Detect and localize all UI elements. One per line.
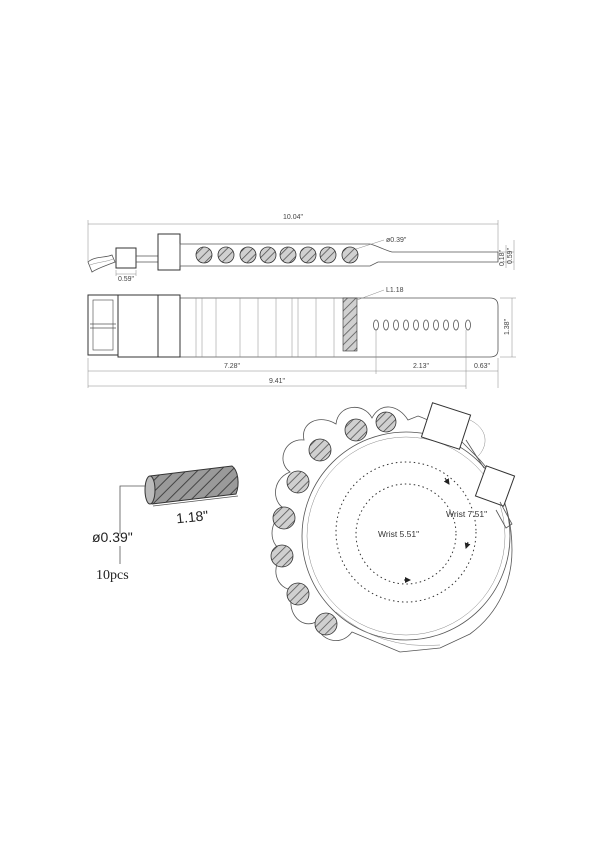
hole-label: L1.18: [386, 287, 404, 294]
keeper-front: [157, 294, 181, 358]
stitch-lines: [195, 298, 335, 357]
wrapped-bracelet: Wrist 5.51" Wrist 7.51": [270, 402, 516, 653]
cylinder-stud: [145, 465, 239, 505]
length-c-label: 0.63": [474, 363, 491, 370]
total-length-label: 10.04": [283, 214, 304, 221]
adjustment-holes: [373, 319, 471, 331]
buckle-width-label: 0.59": [118, 276, 135, 283]
stud-diameter-label: ø0.39": [386, 237, 407, 244]
thickness-large-label: 0.59": [507, 247, 514, 264]
bracelet-buckle: [474, 465, 516, 507]
part-diameter-label: ø0.39": [92, 529, 133, 545]
wrist-outer-label: Wrist 7.51": [446, 509, 487, 519]
keeper-side: [157, 233, 181, 271]
spare-stud-detail: 1.18" ø0.39" 10pcs: [92, 465, 239, 583]
top-view: 10.04" 0.59" ø0.39" 0.18": [87, 214, 515, 283]
height-label: 1.38": [504, 318, 511, 335]
length-a-label: 7.28": [224, 363, 241, 370]
stud-row: [195, 246, 359, 264]
buckle-side: [115, 247, 137, 269]
thickness-small-label: 0.18": [499, 249, 506, 266]
hatched-stud-section: [342, 297, 358, 352]
bracelet-studs: [270, 411, 397, 636]
front-view: L1.18 1.38" 7.28" 2.13" 0.63" 9.41": [87, 287, 516, 389]
wrist-inner-label: Wrist 5.51": [378, 529, 419, 539]
length-total-label: 9.41": [269, 378, 286, 385]
part-length-label: 1.18": [175, 507, 209, 526]
quantity-label: 10pcs: [96, 568, 129, 583]
length-b-label: 2.13": [413, 363, 430, 370]
bracelet-keeper: [420, 402, 472, 450]
